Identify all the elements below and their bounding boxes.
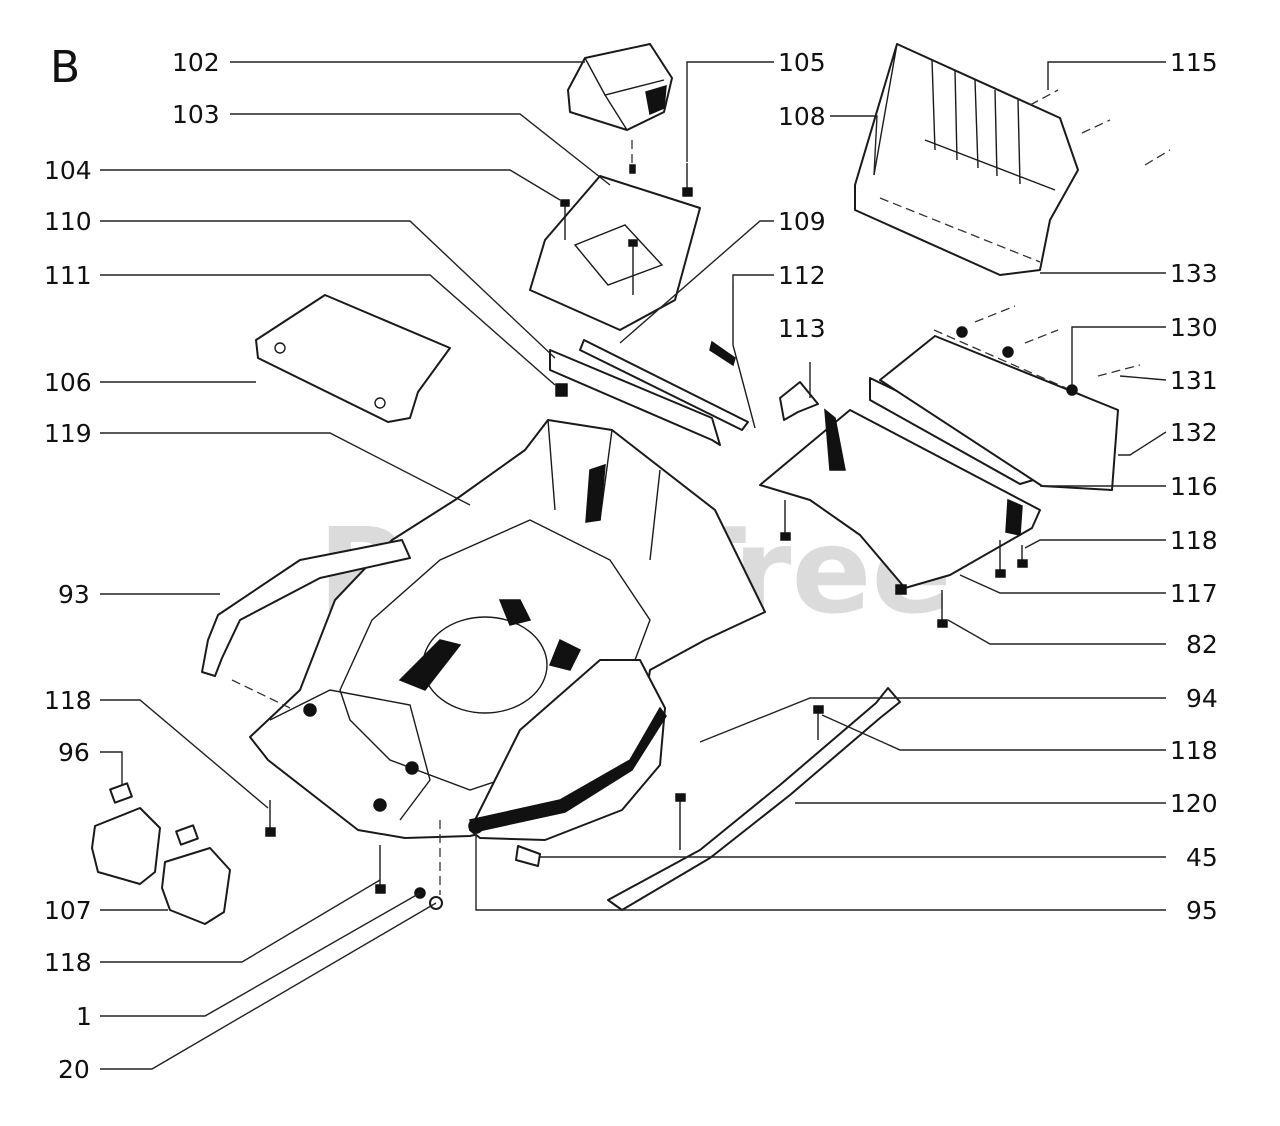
callout-94: 94: [1186, 684, 1218, 713]
callout-119: 119: [44, 419, 92, 448]
part-109-rail[interactable]: [579, 339, 749, 431]
callout-131: 131: [1170, 366, 1218, 395]
part-110-rail[interactable]: [549, 349, 721, 446]
part-94-side-skirt[interactable]: [469, 659, 667, 841]
part-118-screw-flap[interactable]: [780, 500, 1028, 595]
callout-45: 45: [1186, 843, 1218, 872]
part-112-spring[interactable]: [709, 282, 756, 429]
callout-96: 96: [58, 738, 90, 767]
callout-102: 102: [172, 48, 220, 77]
callout-117: 117: [1170, 579, 1218, 608]
callout-133: 133: [1170, 259, 1218, 288]
callout-labels: 102 103 104 110 111 106 119 93 118 96 10…: [44, 48, 1218, 1084]
part-131-bolt[interactable]: [974, 305, 1141, 377]
part-103-bracket-plate[interactable]: [529, 140, 701, 331]
callout-118-blade: 118: [1170, 736, 1218, 765]
callout-106: 106: [44, 368, 92, 397]
part-115-bolt[interactable]: [1029, 89, 1171, 166]
part-82-screw[interactable]: [937, 590, 948, 628]
callout-20: 20: [58, 1055, 90, 1084]
callout-110: 110: [44, 207, 92, 236]
callout-120: 120: [1170, 789, 1218, 818]
part-118-screw-front[interactable]: [265, 800, 276, 837]
part-45-bolt[interactable]: [515, 845, 541, 867]
callout-108: 108: [778, 102, 826, 131]
part-118-screw-bottom[interactable]: [375, 845, 386, 894]
callout-107: 107: [44, 896, 92, 925]
part-102-handle-cover[interactable]: [567, 43, 673, 131]
part-117-rear-flap[interactable]: [759, 408, 1041, 589]
callout-95: 95: [1186, 896, 1218, 925]
part-113-bracket[interactable]: [779, 381, 819, 421]
callout-109: 109: [778, 207, 826, 236]
callout-115: 115: [1170, 48, 1218, 77]
callout-103: 103: [172, 100, 220, 129]
part-111-clip[interactable]: [555, 383, 568, 397]
callout-130: 130: [1170, 313, 1218, 342]
callout-104: 104: [44, 156, 92, 185]
callout-113: 113: [778, 314, 826, 343]
part-118-screw-blade[interactable]: [813, 705, 824, 740]
part-130-nut[interactable]: [956, 326, 1078, 396]
leader-lines: [100, 61, 1167, 1070]
section-letter: B: [50, 42, 80, 93]
callout-118-front: 118: [44, 686, 92, 715]
callout-82: 82: [1186, 630, 1218, 659]
part-108-grass-catcher[interactable]: [854, 43, 1079, 276]
callout-112: 112: [778, 261, 826, 290]
callout-1: 1: [76, 1002, 92, 1031]
part-105-screw[interactable]: [682, 163, 693, 197]
callout-105: 105: [778, 48, 826, 77]
part-104-screw[interactable]: [560, 199, 638, 295]
callout-93: 93: [58, 580, 90, 609]
part-106-plate[interactable]: [255, 294, 451, 423]
part-107-block[interactable]: [91, 807, 231, 925]
part-132-plate[interactable]: [879, 335, 1119, 491]
callout-116: 116: [1170, 472, 1218, 501]
callout-132: 132: [1170, 418, 1218, 447]
callout-118-flap: 118: [1170, 526, 1218, 555]
part-120-blade[interactable]: [607, 687, 901, 911]
callout-111: 111: [44, 261, 92, 290]
callout-118-bottom: 118: [44, 948, 92, 977]
part-93-front-shroud[interactable]: [201, 539, 411, 709]
part-96-clip[interactable]: [109, 782, 199, 846]
part-95-washer[interactable]: [468, 818, 484, 834]
